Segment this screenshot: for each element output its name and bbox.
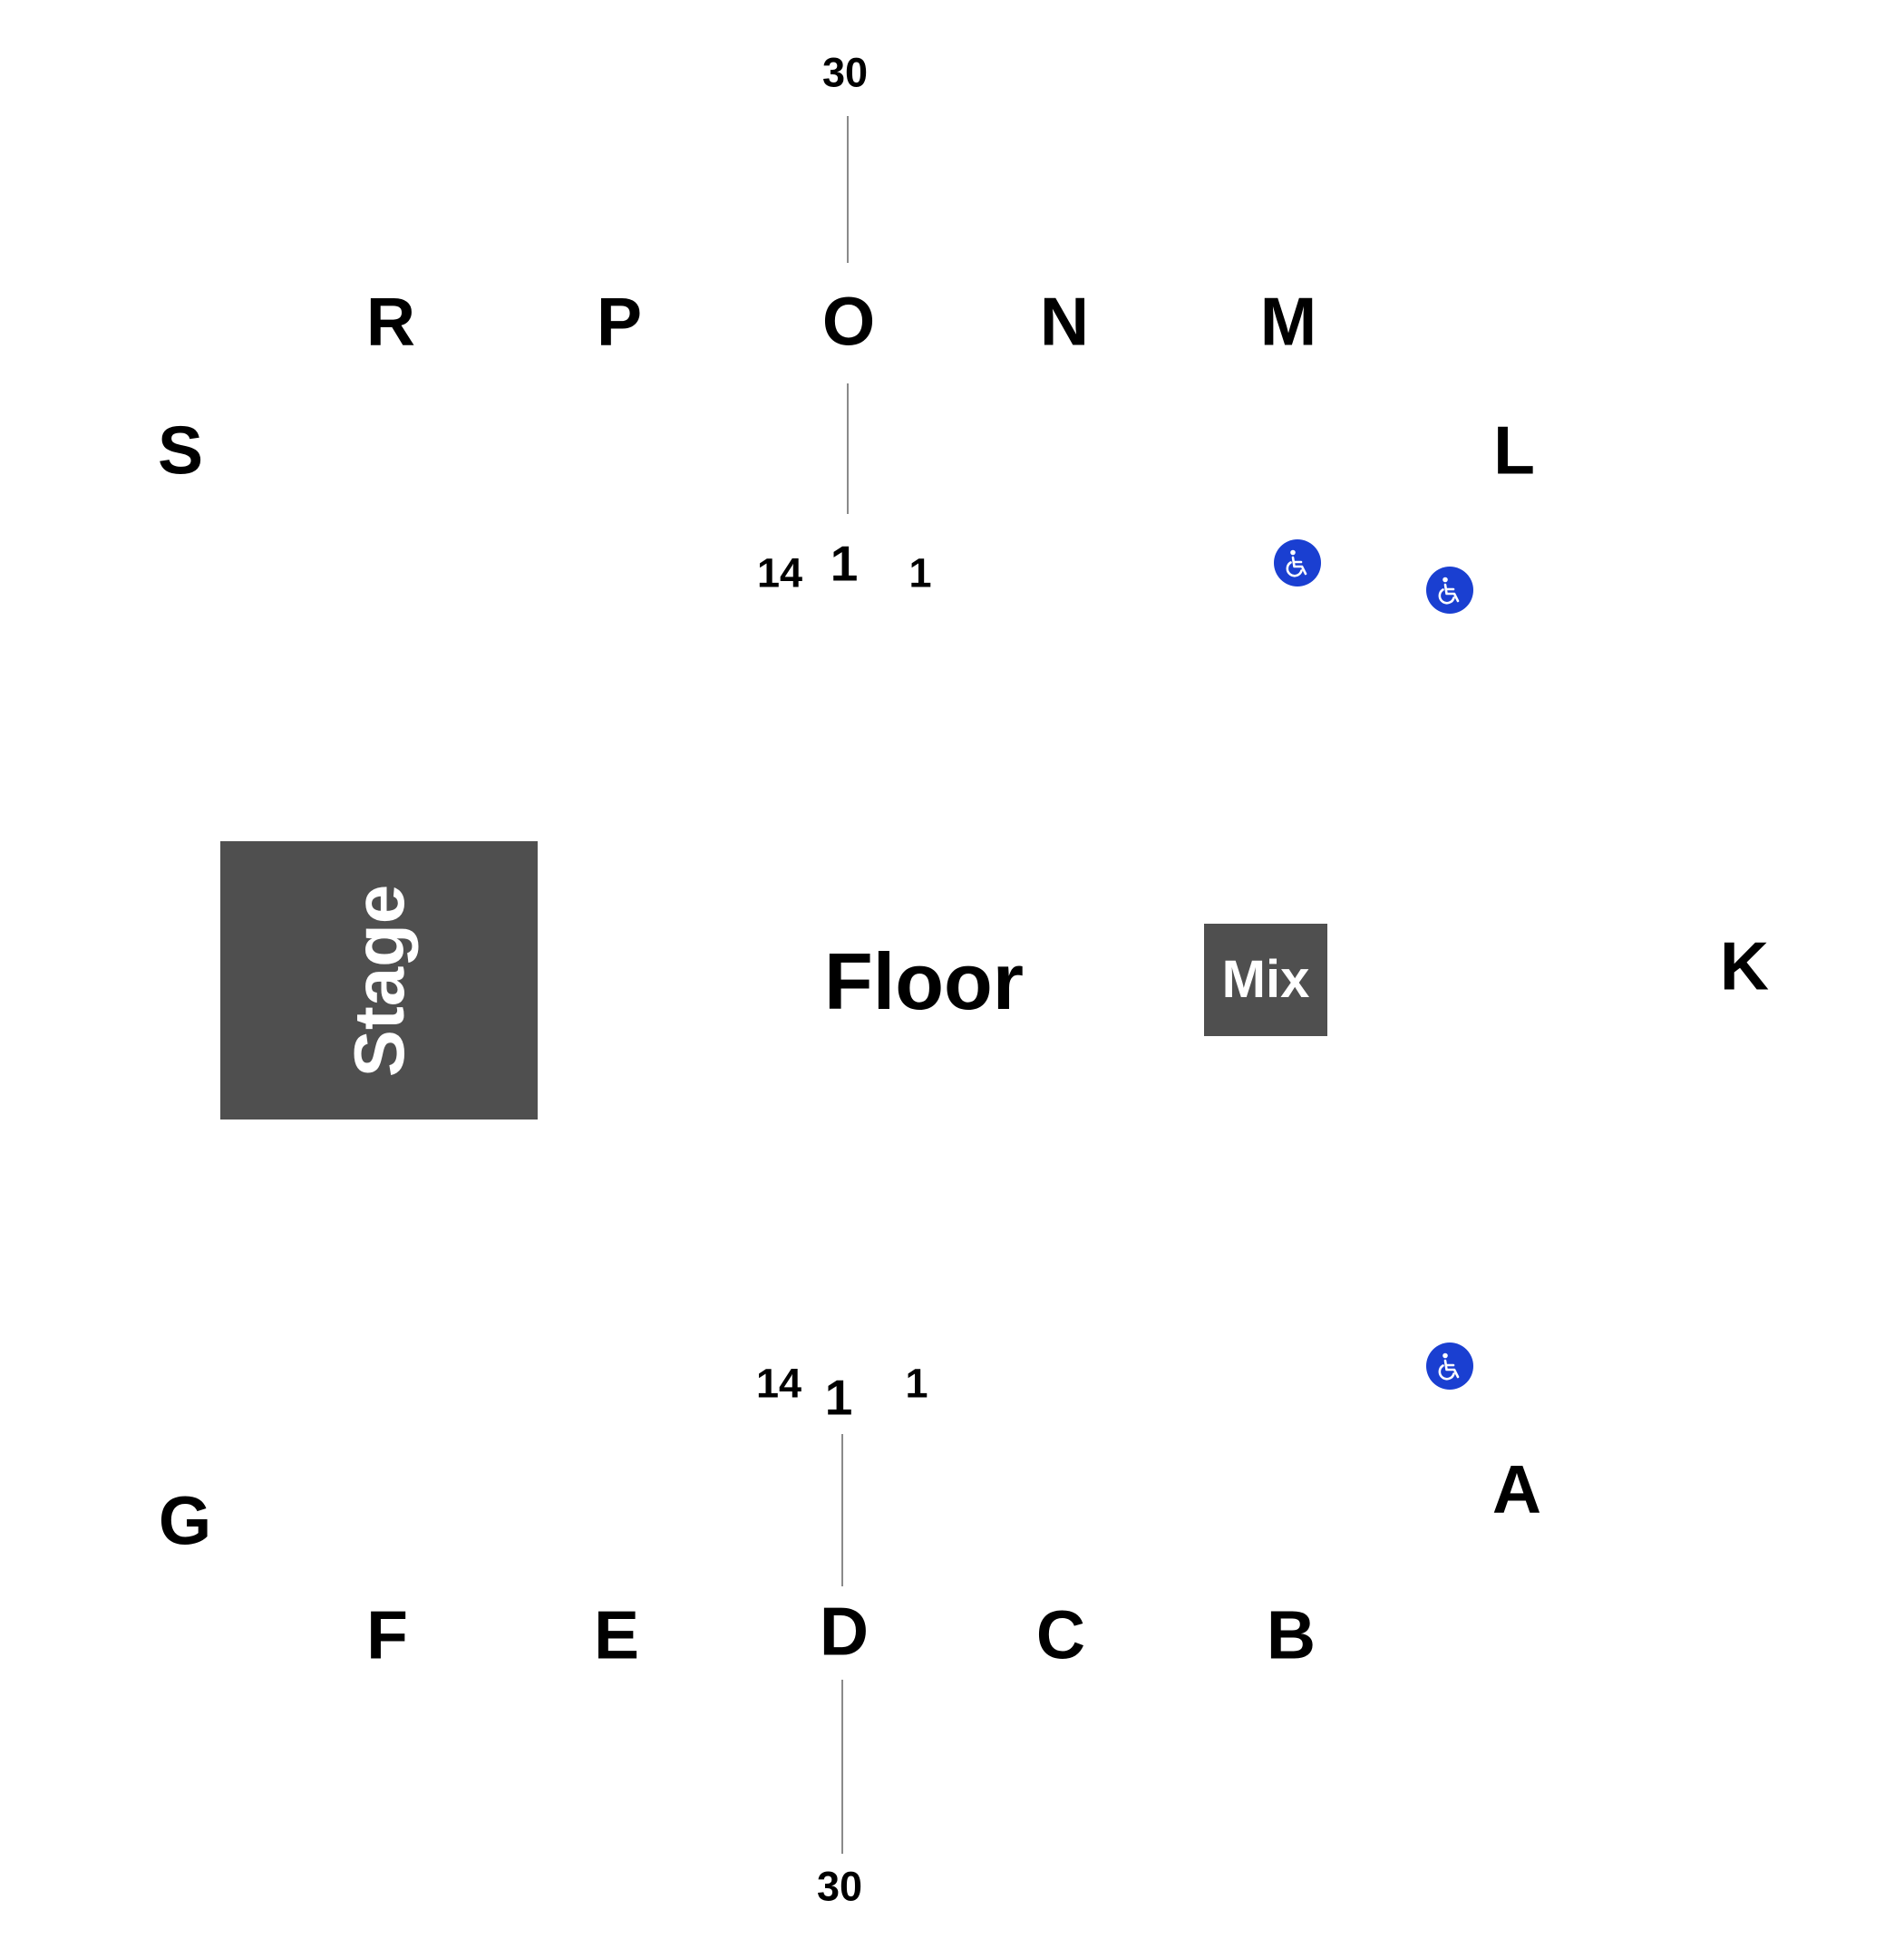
section-m[interactable]: M: [1259, 283, 1317, 360]
section-e[interactable]: E: [593, 1596, 640, 1673]
section-b[interactable]: B: [1266, 1596, 1316, 1673]
upper-guide-line-bottom: [847, 383, 849, 514]
upper-guide-line-top: [847, 116, 849, 263]
lower-guide-line-top: [841, 1434, 843, 1586]
lower-seat-number-center: 1: [824, 1369, 853, 1426]
section-o[interactable]: O: [821, 283, 876, 360]
lower-seat-number-bottom: 30: [816, 1863, 863, 1910]
section-r[interactable]: R: [365, 283, 416, 360]
upper-seat-number-top: 30: [821, 49, 869, 96]
section-a[interactable]: A: [1491, 1450, 1542, 1527]
section-l[interactable]: L: [1493, 412, 1535, 489]
stage-block: Stage: [220, 841, 538, 1120]
lower-guide-line-bottom: [841, 1680, 843, 1854]
lower-seat-number-left: 14: [755, 1360, 802, 1407]
section-f[interactable]: F: [366, 1596, 408, 1673]
mix-block: Mix: [1204, 924, 1327, 1036]
upper-seat-number-left: 14: [756, 549, 803, 596]
lower-seat-number-right: 1: [905, 1360, 928, 1407]
section-k[interactable]: K: [1719, 927, 1770, 1004]
upper-seat-number-right: 1: [908, 549, 932, 596]
mix-label: Mix: [1221, 950, 1310, 1009]
section-n[interactable]: N: [1039, 283, 1090, 360]
section-s[interactable]: S: [157, 412, 204, 489]
wheelchair-icon[interactable]: [1274, 539, 1321, 586]
floor-section[interactable]: Floor: [824, 936, 1024, 1026]
section-p[interactable]: P: [596, 283, 643, 360]
wheelchair-icon[interactable]: [1426, 567, 1473, 614]
upper-seat-number-center: 1: [830, 535, 859, 592]
section-c[interactable]: C: [1035, 1596, 1086, 1673]
wheelchair-icon[interactable]: [1426, 1342, 1473, 1390]
stage-label: Stage: [339, 884, 419, 1077]
section-g[interactable]: G: [158, 1482, 212, 1559]
section-d[interactable]: D: [819, 1593, 869, 1670]
